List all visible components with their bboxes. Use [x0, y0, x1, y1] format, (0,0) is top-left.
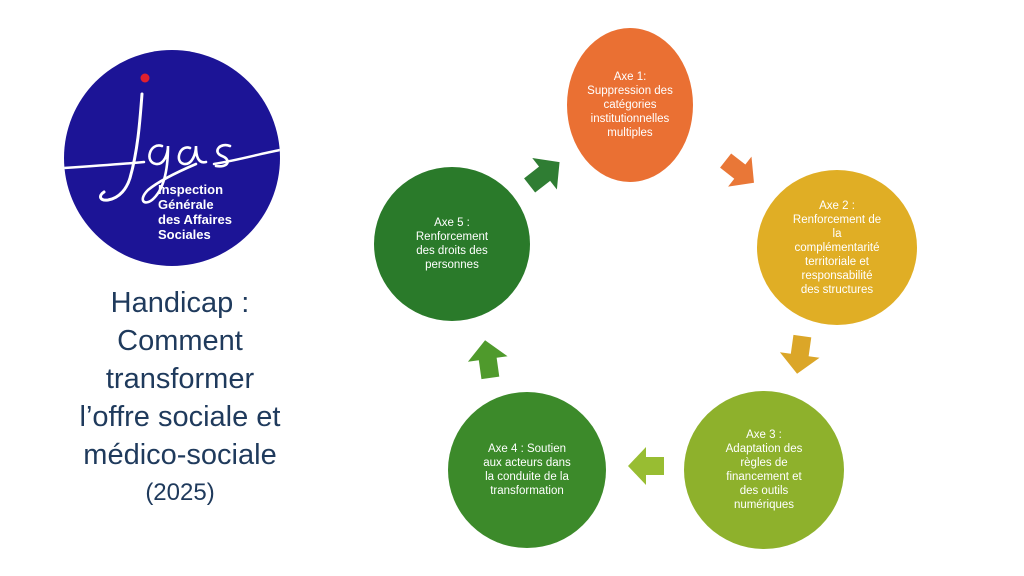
logo-organization-name: Inspection Générale des Affaires Sociale…: [158, 182, 278, 242]
logo-line: Inspection: [158, 182, 224, 197]
axis-3-label: Axe 3 : Adaptation des règles de finance…: [725, 429, 803, 511]
axis-1-node: Axe 1: Suppression des catégories instit…: [567, 28, 693, 182]
title-year: (2025): [145, 479, 215, 506]
igas-logo: Inspection Générale des Affaires Sociale…: [64, 50, 280, 266]
igas-wordmark: [64, 73, 280, 204]
title-line: Comment: [117, 325, 243, 357]
title-line: l’offre sociale et: [79, 401, 281, 433]
page-title: Handicap : Comment transformer l’offre s…: [40, 284, 320, 510]
arrow-axis3-to-axis4: [628, 447, 664, 485]
axis-4-label: Axe 4 : Soutien aux acteurs dans la cond…: [483, 443, 571, 497]
arrow-axis4-to-axis5: [467, 340, 508, 380]
axis-1-label: Axe 1: Suppression des catégories instit…: [587, 71, 673, 139]
logo-line: Sociales: [158, 227, 211, 242]
axis-2-node: Axe 2 : Renforcement de la complémentari…: [757, 170, 917, 325]
title-line: Handicap :: [110, 287, 250, 319]
axis-4-node: Axe 4 : Soutien aux acteurs dans la cond…: [448, 392, 606, 548]
title-line: médico-sociale: [83, 439, 277, 471]
title-line: transformer: [105, 363, 255, 395]
axis-3-node: Axe 3 : Adaptation des règles de finance…: [684, 391, 844, 549]
axis-5-label: Axe 5 : Renforcement des droits des pers…: [415, 217, 489, 271]
arrow-axis1-to-axis2: [720, 153, 754, 187]
logo-line: Générale: [158, 197, 214, 212]
arrow-axis2-to-axis3: [779, 334, 820, 374]
axis-2-label: Axe 2 : Renforcement de la complémentari…: [792, 199, 882, 296]
axis-5-node: Axe 5 : Renforcement des droits des pers…: [374, 167, 530, 321]
logo-dot: [140, 73, 150, 83]
logo-line: des Affaires: [158, 212, 232, 227]
arrow-axis5-to-axis1: [524, 158, 560, 193]
